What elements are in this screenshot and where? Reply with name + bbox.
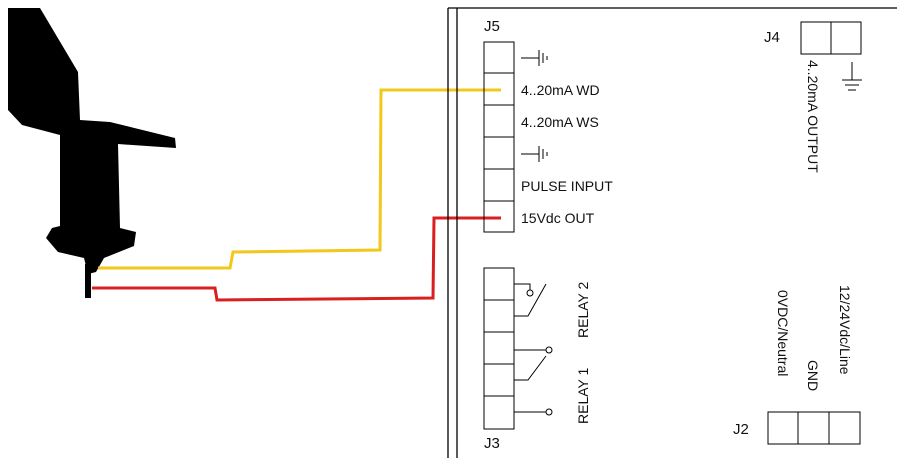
j4-label: J4 [764, 29, 780, 46]
output-4-20ma-label: 4..20mA OUTPUT [805, 60, 821, 173]
relay-switch-icon [514, 283, 553, 416]
relay-2-label: RELAY 2 [575, 281, 591, 338]
power-wire [92, 216, 501, 302]
anemometer-sensor-icon [8, 8, 176, 298]
ground-icon [521, 146, 548, 162]
j3-label: J3 [484, 435, 500, 452]
neutral-terminal-label: 0VDC/Neutral [775, 290, 791, 376]
j5-label: J5 [484, 18, 500, 35]
j3-terminal-block [483, 267, 515, 430]
j2-label: J2 [733, 421, 749, 438]
terminal-ws-label: 4..20mA WS [521, 114, 599, 130]
signal-wire [98, 88, 501, 270]
line-terminal-label: 12/24Vdc/Line [837, 285, 853, 375]
j2-terminal-block [767, 411, 861, 445]
ground-icon [842, 62, 862, 91]
terminal-pulse-label: PULSE INPUT [521, 178, 613, 194]
controller-board [447, 7, 897, 458]
gnd-terminal-label: GND [805, 360, 821, 391]
terminal-15vdc-label: 15Vdc OUT [521, 210, 595, 226]
ground-icon [521, 50, 548, 66]
j4-terminal-block [800, 21, 862, 55]
terminal-wd-label: 4..20mA WD [521, 82, 600, 98]
relay-1-label: RELAY 1 [575, 367, 591, 424]
j5-terminal-block [483, 41, 515, 233]
